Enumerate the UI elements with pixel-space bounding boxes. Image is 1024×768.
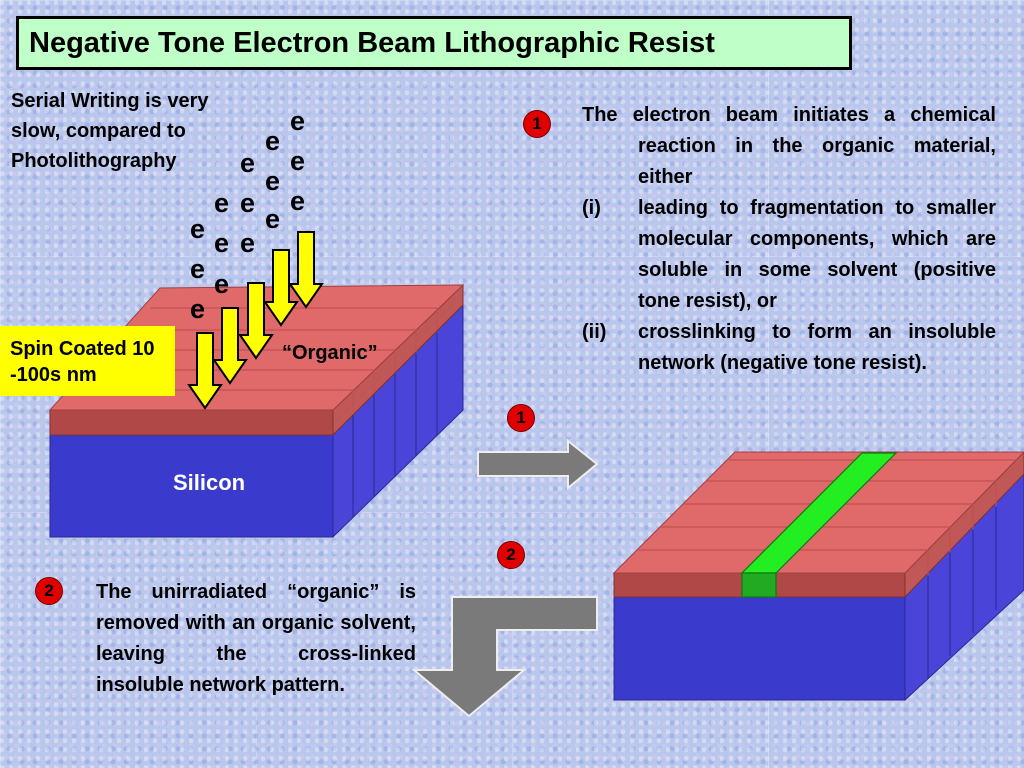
electron: e — [265, 126, 280, 156]
step1-badge-text: 1 — [523, 110, 551, 138]
step1-badge-arrow: 1 — [507, 404, 535, 432]
organic-label: “Organic” — [282, 342, 378, 364]
electrons: e e e e e e e e e e e e e e e — [190, 106, 305, 324]
step1-arrow — [477, 438, 599, 491]
electron: e — [240, 228, 255, 258]
electron: e — [265, 166, 280, 196]
silicon-label: Silicon — [173, 470, 246, 495]
step2-description: The unirradiated “organic” is removed wi… — [96, 581, 416, 696]
step2-arrow — [411, 596, 598, 718]
electron: e — [214, 188, 229, 218]
electron: e — [290, 146, 305, 176]
right-silicon-front — [613, 596, 906, 701]
step2-badge-text: 2 — [35, 577, 63, 605]
step1-description: The electron beam initiates a chemical r… — [582, 100, 996, 379]
electron: e — [190, 254, 205, 284]
electron: e — [265, 204, 280, 234]
electron: e — [190, 294, 205, 324]
step1-item-ii-text: crosslinking to form an insoluble networ… — [638, 321, 996, 374]
electron: e — [190, 214, 205, 244]
step1-item-ii: (ii) crosslinking to form an insoluble n… — [582, 317, 996, 379]
left-resist-front — [49, 409, 334, 436]
slide-title: Negative Tone Electron Beam Lithographic… — [16, 16, 852, 70]
electron: e — [290, 106, 305, 136]
step1-item-ii-marker: (ii) — [582, 321, 607, 343]
beam-arrow-1 — [187, 332, 223, 410]
right-silicon-side-lines — [927, 507, 997, 679]
left-silicon-front — [49, 434, 334, 538]
crosslinked-stripe-front — [741, 572, 777, 598]
step2-badge-arrow: 2 — [497, 541, 525, 569]
step1-item-i: (i) leading to fragmentation to smaller … — [582, 193, 996, 317]
electron: e — [214, 228, 229, 258]
beam-arrow-2 — [212, 307, 248, 385]
step1-item-i-marker: (i) — [582, 197, 601, 219]
slide-title-text: Negative Tone Electron Beam Lithographic… — [29, 26, 715, 59]
serial-writing-note: Serial Writing is very slow, compared to… — [11, 90, 209, 172]
beam-arrow-4 — [263, 249, 299, 327]
right-wafer-block — [612, 451, 1024, 702]
left-silicon-side-lines — [352, 333, 438, 518]
electron: e — [290, 186, 305, 216]
electron: e — [240, 148, 255, 178]
step1-item-i-text: leading to fragmentation to smaller mole… — [638, 197, 996, 312]
spin-coated-label: Spin Coated 10 -100s nm — [0, 326, 175, 396]
beam-arrow-5 — [288, 231, 324, 309]
electron: e — [214, 269, 229, 299]
electron: e — [240, 188, 255, 218]
step1-intro: The electron beam initiates a chemical r… — [582, 104, 996, 188]
electron-beam-arrows — [187, 231, 324, 410]
